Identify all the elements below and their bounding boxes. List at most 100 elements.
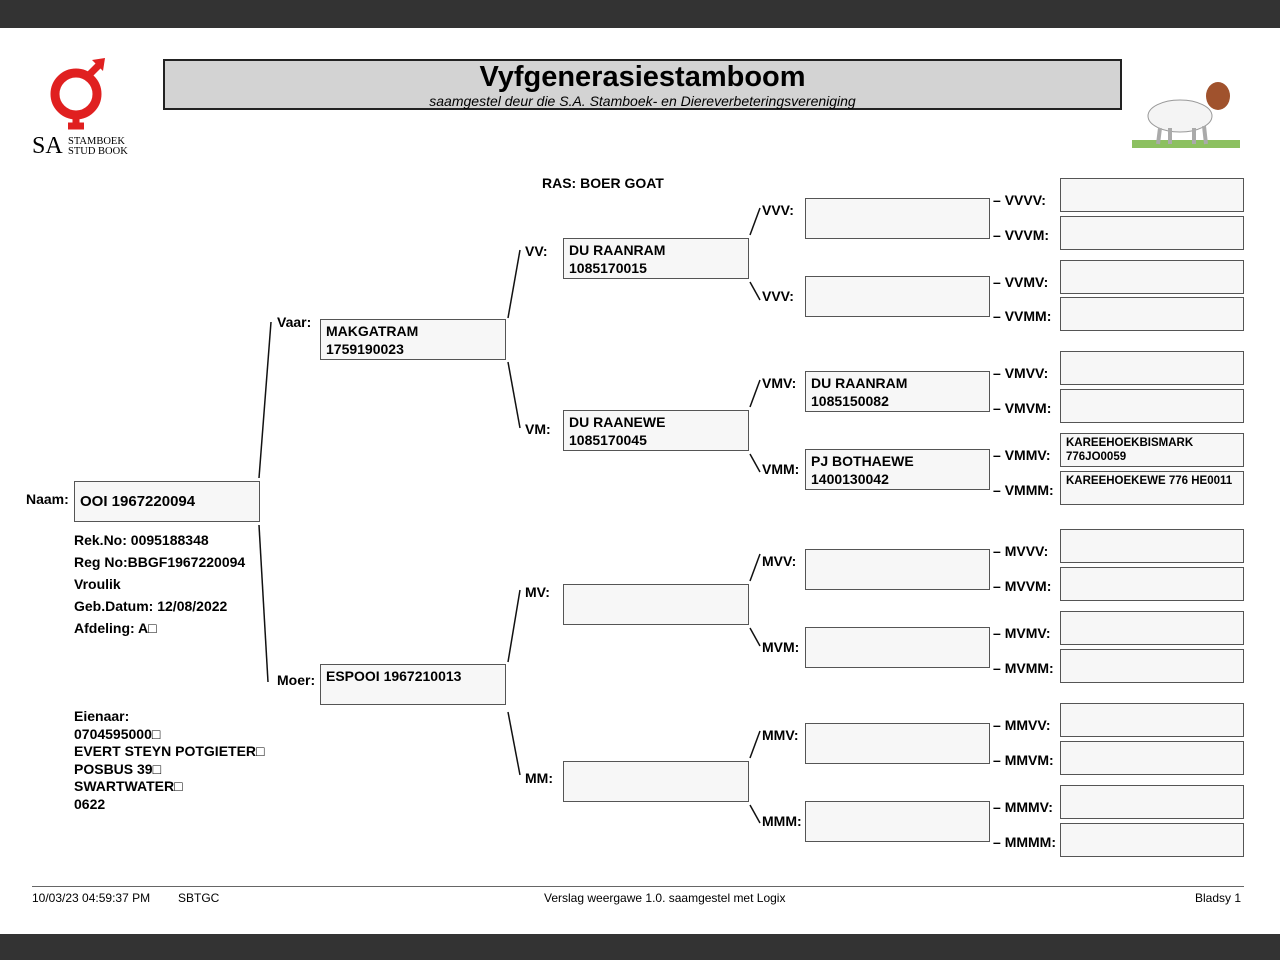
owner-line: SWARTWATER□ — [74, 778, 183, 794]
gen4-ancestor-box — [1060, 389, 1244, 423]
gen4-label: – VVVM: — [993, 227, 1050, 243]
gen3-label: MMV: — [762, 727, 799, 743]
ancestor-number: 1085170045 — [569, 432, 647, 448]
gen4-label: – MVVM: — [993, 578, 1052, 594]
ancestor-name: KAREEHOEKBISMARK — [1066, 437, 1194, 449]
gen3-ancestor-box — [805, 627, 990, 668]
title-box: Vyfgenerasiestamboom saamgestel deur die… — [163, 59, 1122, 110]
svg-text:STAMBOEK: STAMBOEK — [68, 136, 125, 147]
gen4-label: – VMVM: — [993, 400, 1052, 416]
ancestor-name: DU RAANEWE — [569, 414, 666, 430]
subject-name: OOI 1967220094 — [80, 493, 196, 510]
gen4-ancestor-box — [1060, 611, 1244, 645]
gen3-label: MMM: — [762, 813, 802, 829]
gen2-label: VM: — [525, 421, 551, 437]
owner-line: Eienaar: — [74, 708, 130, 724]
ancestor-name: DU RAANRAM — [569, 242, 666, 258]
gen4-ancestor-box — [1060, 260, 1244, 294]
gen3-ancestor-box — [805, 276, 990, 317]
boer-goat-image — [1130, 68, 1242, 152]
name-label: Naam: — [26, 491, 69, 507]
gen1-ancestor-box: ESPOOI 1967210013 — [320, 664, 506, 705]
gen4-label: – VMMM: — [993, 482, 1054, 498]
owner-line: 0704595000□ — [74, 725, 161, 742]
subject-info-line: Reg No:BBGF1967220094 — [74, 554, 246, 570]
ancestor-name: KAREEHOEKEWE 776 HE0011 — [1066, 475, 1233, 487]
gen4-label: – MMVM: — [993, 752, 1054, 768]
gen4-ancestor-box — [1060, 649, 1244, 683]
gen4-ancestor-box: KAREEHOEKEWE 776 HE0011 — [1060, 471, 1244, 505]
gen4-ancestor-box — [1060, 529, 1244, 563]
gen4-ancestor-box — [1060, 567, 1244, 601]
subject-info-line: Vroulik — [74, 576, 121, 592]
ancestor-name: PJ BOTHAEWE — [811, 453, 914, 469]
gen4-label: – VVMM: — [993, 308, 1052, 324]
owner-line: 0622 — [74, 795, 106, 812]
gen2-ancestor-box: DU RAANEWE 1085170045 — [563, 410, 749, 451]
gen3-ancestor-box — [805, 198, 990, 239]
owner-line: POSBUS 39□ — [74, 760, 162, 777]
gen4-ancestor-box — [1060, 741, 1244, 775]
gen4-ancestor-box — [1060, 785, 1244, 819]
gen3-label: MVM: — [762, 639, 800, 655]
svg-text:SA: SA — [32, 133, 63, 156]
gen4-ancestor-box: KAREEHOEKBISMARK 776JO0059 — [1060, 433, 1244, 467]
gen4-label: – VVVV: — [993, 192, 1046, 208]
subject-info-line: Geb.Datum: 12/08/2022 — [74, 598, 228, 614]
subject-info-line: Rek.No: 0095188348 — [74, 532, 209, 548]
ancestor-name: MAKGATRAM — [326, 323, 419, 339]
gen4-label: – VMVV: — [993, 365, 1049, 381]
owner-line: EVERT STEYN POTGIETER□ — [74, 743, 265, 759]
gen3-ancestor-box: PJ BOTHAEWE 1400130042 — [805, 449, 990, 490]
page-title: Vyfgenerasiestamboom — [479, 61, 806, 93]
gen4-ancestor-box — [1060, 216, 1244, 250]
subject-info-line: Afdeling: A□ — [74, 620, 157, 636]
footer-divider — [32, 886, 1244, 887]
footer-code: SBTGC — [178, 891, 220, 905]
gen3-ancestor-box — [805, 801, 990, 842]
gen4-label: – MMMM: — [993, 834, 1056, 850]
gen2-ancestor-box — [563, 761, 749, 802]
sa-studbook-logo: SA STAMBOEK STUD BOOK — [30, 56, 134, 159]
gen4-ancestor-box — [1060, 351, 1244, 385]
gen3-ancestor-box — [805, 723, 990, 764]
gen4-label: – VMMV: — [993, 447, 1051, 463]
ancestor-number: 1400130042 — [811, 471, 889, 487]
gen2-ancestor-box — [563, 584, 749, 625]
ancestor-name: ESPOOI 1967210013 — [326, 668, 462, 684]
gen2-label: VV: — [525, 243, 548, 259]
gen4-label: – MVMV: — [993, 625, 1051, 641]
subject-box: OOI 1967220094 — [74, 481, 260, 522]
gen3-ancestor-box: DU RAANRAM 1085150082 — [805, 371, 990, 412]
gen4-label: – MMVV: — [993, 717, 1051, 733]
gen3-label: VMM: — [762, 461, 800, 477]
gen4-ancestor-box — [1060, 297, 1244, 331]
gen3-label: VVV: — [762, 202, 794, 218]
top-bar — [0, 0, 1280, 28]
gen3-label: VMV: — [762, 375, 797, 391]
gen3-ancestor-box — [805, 549, 990, 590]
footer-datetime: 10/03/23 04:59:37 PM — [32, 891, 151, 905]
gen4-ancestor-box — [1060, 823, 1244, 857]
gen2-label: MM: — [525, 770, 553, 786]
footer-page: Bladsy 1 — [1195, 891, 1242, 905]
svg-text:STUD BOOK: STUD BOOK — [68, 146, 128, 156]
gen2-label: MV: — [525, 584, 550, 600]
footer-version: Verslag weergawe 1.0. saamgestel met Log… — [544, 891, 786, 905]
ancestor-number: 776JO0059 — [1066, 451, 1127, 463]
gen1-label: Vaar: — [277, 314, 312, 330]
breed-label: RAS: BOER GOAT — [542, 175, 664, 191]
bottom-bar — [0, 934, 1280, 960]
gen1-label: Moer: — [277, 672, 316, 688]
gen3-label: MVV: — [762, 553, 797, 569]
gen4-ancestor-box — [1060, 178, 1244, 212]
ancestor-name: DU RAANRAM — [811, 375, 908, 391]
gen4-label: – VVMV: — [993, 274, 1049, 290]
ancestor-number: 1085150082 — [811, 393, 889, 409]
gen4-label: – MVVV: — [993, 543, 1049, 559]
gen4-label: – MMMV: — [993, 799, 1053, 815]
ancestor-number: 1085170015 — [569, 260, 647, 276]
gen4-label: – MVMM: — [993, 660, 1054, 676]
